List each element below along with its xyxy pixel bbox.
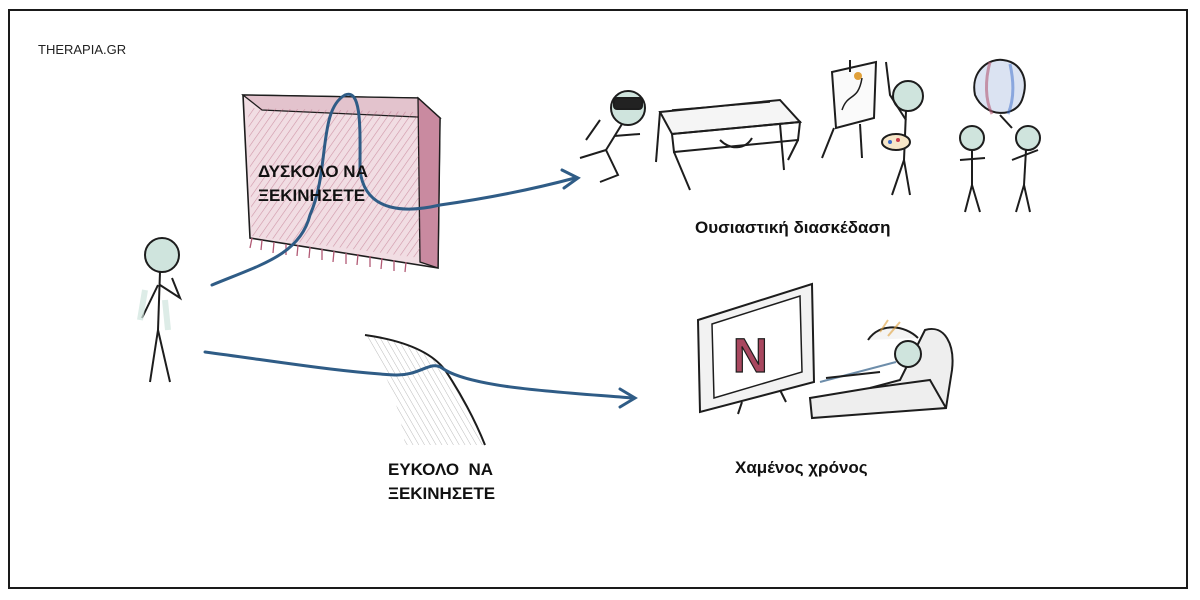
- hard-path-line: [210, 92, 577, 287]
- couch-viewer: [808, 319, 954, 420]
- easy-start-label-line2: ΞΕΚΙΝΗΣΕΤΕ: [388, 484, 496, 503]
- lost-time-label: Χαμένος χρόνος: [735, 458, 868, 477]
- start-stick-figure: [137, 237, 183, 383]
- tv-logo: N: [733, 330, 768, 383]
- easy-path-line: [203, 350, 634, 400]
- hard-start-label-line1: ΔΥΣΚΟΛΟ ΝΑ: [258, 162, 368, 181]
- game-table: [655, 98, 803, 191]
- easy-path-arrowhead: [618, 387, 638, 409]
- easy-start-label-line1: ΕΥΚΟΛΟ ΝΑ: [388, 460, 494, 479]
- family-with-balloon: [959, 58, 1041, 213]
- television: [696, 282, 816, 415]
- hard-start-label-line2: ΞΕΚΙΝΗΣΕΤΕ: [258, 186, 366, 205]
- hard-path-arrowhead: [560, 168, 581, 190]
- painter-figure: [881, 61, 924, 196]
- painting-easel: [821, 60, 878, 159]
- brand-watermark: THERAPIA.GR: [38, 42, 127, 57]
- easy-start-hill: [364, 334, 486, 446]
- easy-start-label: ΕΥΚΟΛΟ ΝΑ ΞΕΚΙΝΗΣΕΤΕ: [388, 458, 495, 506]
- hard-start-label: ΔΥΣΚΟΛΟ ΝΑ ΞΕΚΙΝΗΣΕΤΕ: [258, 160, 368, 208]
- vr-player-figure: [579, 90, 646, 183]
- meaningful-fun-label: Ουσιαστική διασκέδαση: [695, 218, 891, 237]
- hard-start-wall: [241, 94, 442, 273]
